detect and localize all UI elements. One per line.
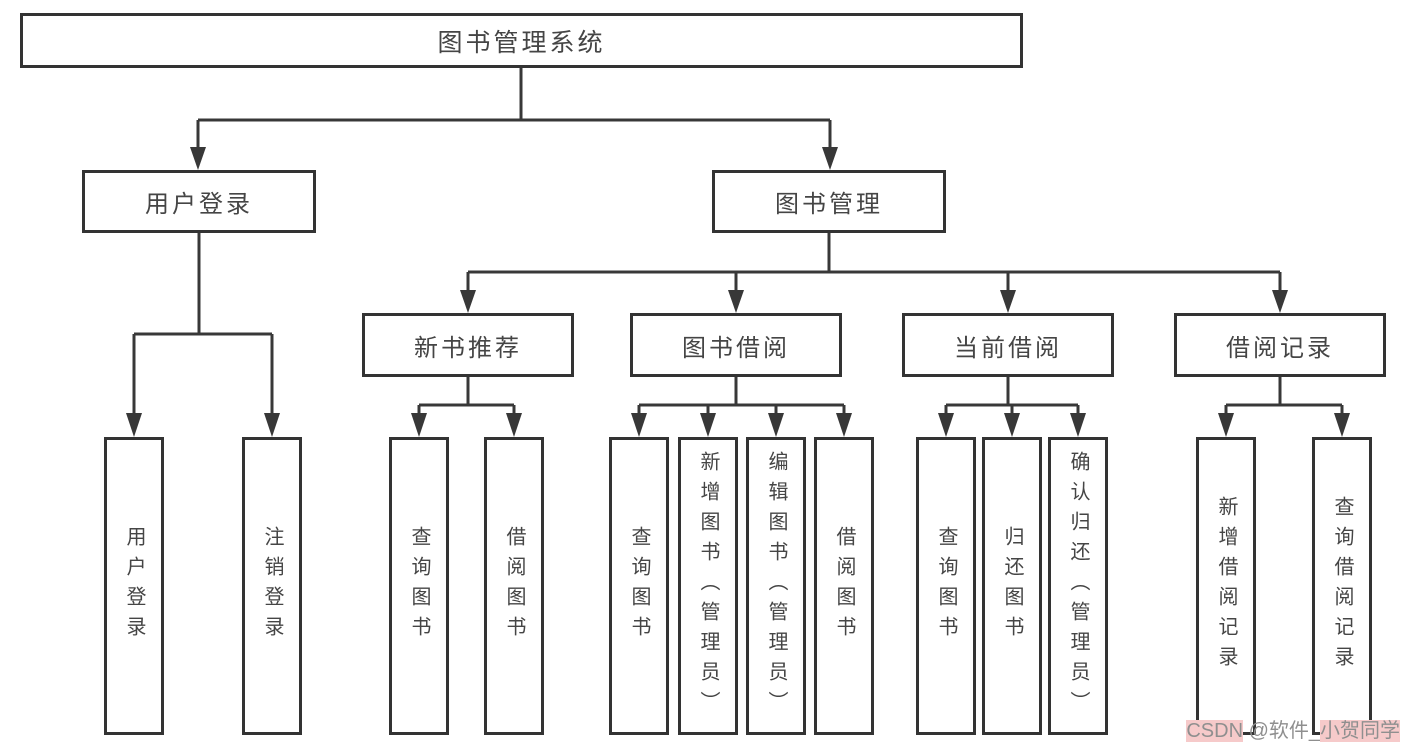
leaf-label: 查询图书 (408, 526, 430, 646)
connector-paths (132, 68, 1344, 415)
leaf-query-borrow-record: 查询借阅记录 (1312, 437, 1372, 735)
leaf-query-book-3: 查询图书 (916, 437, 976, 735)
arrowheads (126, 147, 1350, 437)
leaf-label: 新增图书（管理员） (697, 451, 719, 721)
watermark-brand: CSDN (1186, 720, 1244, 742)
node-borrow-records: 借阅记录 (1174, 313, 1386, 377)
watermark-author: 小贺同学 (1320, 720, 1400, 742)
node-user-login: 用户登录 (82, 170, 316, 233)
leaf-add-book-admin: 新增图书（管理员） (678, 437, 738, 735)
leaf-edit-book-admin: 编辑图书（管理员） (746, 437, 806, 735)
leaf-label: 注销登录 (261, 526, 283, 646)
leaf-user-login: 用户登录 (104, 437, 164, 735)
leaf-logout: 注销登录 (242, 437, 302, 735)
node-book-management: 图书管理 (712, 170, 946, 233)
leaf-query-book-2: 查询图书 (609, 437, 669, 735)
node-root-system: 图书管理系统 (20, 13, 1023, 68)
leaf-borrow-book-1: 借阅图书 (484, 437, 544, 735)
leaf-label: 借阅图书 (503, 526, 525, 646)
leaf-label: 新增借阅记录 (1215, 496, 1237, 676)
node-book-borrow: 图书借阅 (630, 313, 842, 377)
leaf-borrow-book-2: 借阅图书 (814, 437, 874, 735)
node-current-borrow: 当前借阅 (902, 313, 1114, 377)
leaf-label: 归还图书 (1001, 526, 1023, 646)
leaf-query-book-1: 查询图书 (389, 437, 449, 735)
leaf-confirm-return-admin: 确认归还（管理员） (1048, 437, 1108, 735)
leaf-label: 编辑图书（管理员） (765, 451, 787, 721)
leaf-label: 用户登录 (123, 526, 145, 646)
watermark-handle: @软件_ (1243, 720, 1320, 742)
leaf-add-borrow-record: 新增借阅记录 (1196, 437, 1256, 735)
leaf-label: 确认归还（管理员） (1067, 451, 1089, 721)
leaf-label: 借阅图书 (833, 526, 855, 646)
leaf-label: 查询借阅记录 (1331, 496, 1353, 676)
node-new-book-recommend: 新书推荐 (362, 313, 574, 377)
leaf-label: 查询图书 (628, 526, 650, 646)
leaf-label: 查询图书 (935, 526, 957, 646)
csdn-watermark: CSDN @软件_小贺同学 (1186, 714, 1400, 743)
leaf-return-book: 归还图书 (982, 437, 1042, 735)
